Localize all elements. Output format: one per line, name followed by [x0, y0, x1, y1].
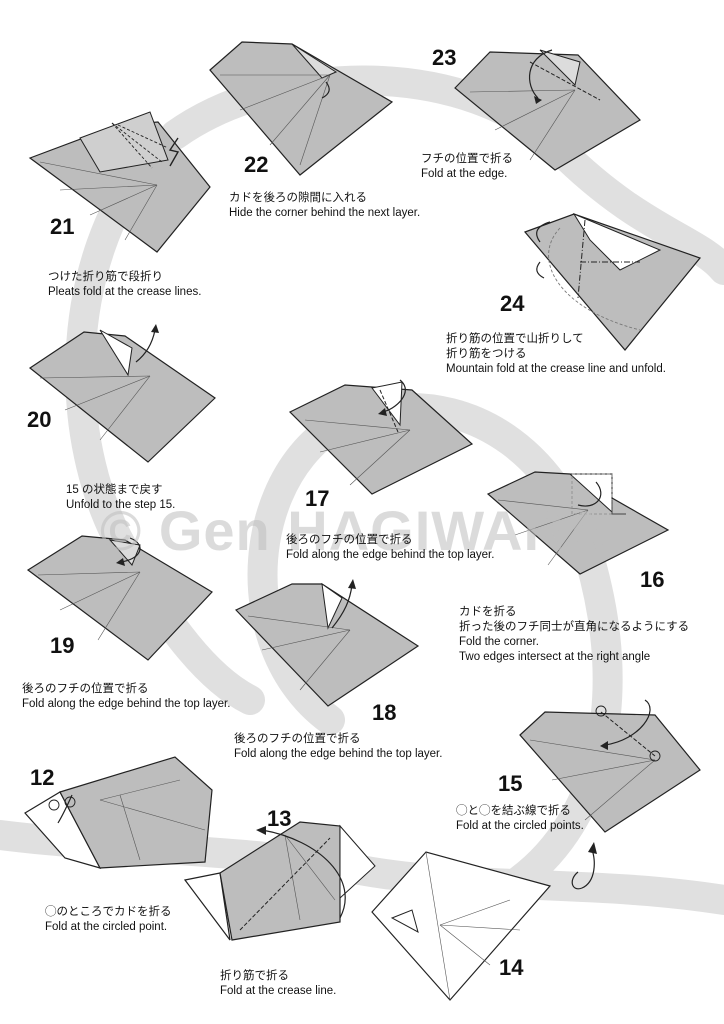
step-16-jp2: 折った後のフチ同士が直角になるようにする [459, 621, 690, 633]
step-number-22: 22 [244, 152, 269, 177]
step-13-caption: 折り筋で折る Fold at the crease line. [220, 969, 336, 999]
step-18-en: Fold along the edge behind the top layer… [234, 748, 443, 760]
step-20-caption: 15 の状態まで戻す Unfold to the step 15. [66, 483, 175, 513]
step-20-figure [28, 324, 216, 463]
step-16-caption: カドを折る 折った後のフチ同士が直角になるようにする Fold the corn… [459, 605, 689, 665]
step-19-caption: 後ろのフチの位置で折る Fold along the edge behind t… [22, 682, 230, 712]
step-number-18: 18 [372, 700, 397, 725]
step-23-caption: フチの位置で折る Fold at the edge. [421, 152, 513, 182]
step-16-en2: Two edges intersect at the right angle [459, 651, 651, 663]
step-17-caption: 後ろのフチの位置で折る Fold along the edge behind t… [286, 533, 494, 563]
step-24-jp: 折り筋の位置で山折りして [446, 333, 584, 345]
step-12-caption: ◯のところでカドを折る Fold at the circled point. [45, 905, 172, 935]
step-number-15: 15 [498, 771, 523, 796]
step-12-figure [24, 756, 213, 869]
step-number-17: 17 [305, 486, 330, 511]
step-22-caption: カドを後ろの隙間に入れる Hide the corner behind the … [229, 191, 420, 221]
step-20-en: Unfold to the step 15. [66, 499, 176, 511]
step-15-figure [519, 699, 701, 833]
step-number-23: 23 [432, 45, 457, 70]
step-21-jp: つけた折り筋で段折り [48, 271, 163, 283]
step-13-figure [183, 821, 376, 941]
step-19-figure [26, 535, 213, 661]
step-20-jp: 15 の状態まで戻す [66, 484, 163, 496]
step-17-jp: 後ろのフチの位置で折る [286, 534, 413, 546]
step-18-jp: 後ろのフチの位置で折る [234, 733, 361, 745]
step-12-en: Fold at the circled point. [45, 921, 168, 933]
step-23-jp: フチの位置で折る [421, 153, 513, 165]
step-13-en: Fold at the crease line. [220, 985, 337, 997]
step-22-jp: カドを後ろの隙間に入れる [229, 192, 367, 204]
step-21-en: Pleats fold at the crease lines. [48, 286, 202, 298]
step-24-caption: 折り筋の位置で山折りして 折り筋をつける Mountain fold at th… [446, 332, 666, 377]
step-number-16: 16 [640, 567, 665, 592]
step-number-20: 20 [27, 407, 52, 432]
step-23-en: Fold at the edge. [421, 168, 508, 180]
step-21-figure [28, 111, 211, 253]
step-24-figure [523, 212, 702, 351]
step-19-jp: 後ろのフチの位置で折る [22, 683, 149, 695]
step-22-en: Hide the corner behind the next layer. [229, 207, 421, 219]
step-22-figure [209, 41, 394, 176]
step-19-en: Fold along the edge behind the top layer… [22, 698, 231, 710]
step-number-21: 21 [50, 214, 75, 239]
step-number-24: 24 [500, 291, 525, 316]
step-number-13: 13 [267, 806, 292, 831]
step-number-14: 14 [499, 955, 524, 980]
step-24-en: Mountain fold at the crease line and unf… [446, 363, 666, 375]
step-14-figure [371, 842, 597, 1001]
step-15-en: Fold at the circled points. [456, 820, 584, 832]
step-number-19: 19 [50, 633, 75, 658]
step-23-figure [454, 49, 641, 171]
step-number-12: 12 [30, 765, 55, 790]
step-12-jp: ◯のところでカドを折る [45, 906, 172, 918]
step-16-en: Fold the corner. [459, 636, 539, 648]
step-24-jp2: 折り筋をつける [446, 348, 527, 360]
step-18-caption: 後ろのフチの位置で折る Fold along the edge behind t… [234, 732, 442, 762]
step-15-jp: ◯と◯を結ぶ線で折る [456, 805, 571, 817]
step-17-figure [288, 379, 474, 495]
step-13-jp: 折り筋で折る [220, 970, 289, 982]
step-17-en: Fold along the edge behind the top layer… [286, 549, 495, 561]
step-18-figure [234, 579, 420, 707]
step-21-caption: つけた折り筋で段折り Pleats fold at the crease lin… [48, 270, 201, 300]
step-15-caption: ◯と◯を結ぶ線で折る Fold at the circled points. [456, 804, 584, 834]
step-16-figure [486, 471, 670, 575]
watermark: © Gen HAGIWARA [100, 499, 607, 562]
step-16-jp: カドを折る [459, 606, 517, 618]
